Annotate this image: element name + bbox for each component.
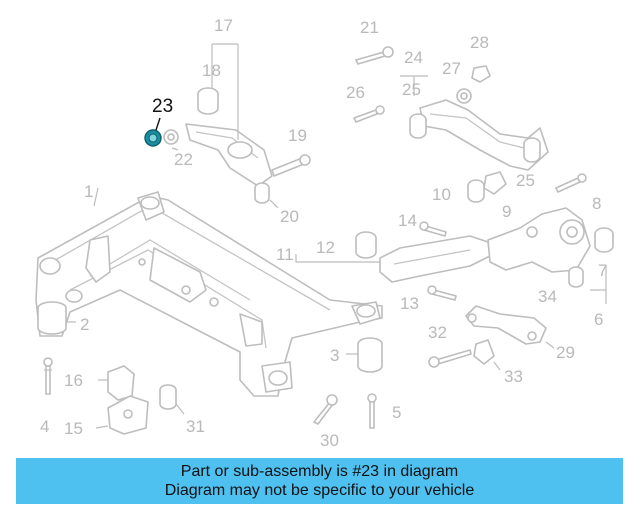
bushing-10 <box>467 179 485 203</box>
bolt-26 <box>353 105 385 123</box>
callout-29: 29 <box>556 343 575 362</box>
subframe-crossmember <box>35 191 383 397</box>
bushing-3 <box>357 337 383 373</box>
bushing-34 <box>568 266 584 288</box>
bolt-32 <box>428 349 472 368</box>
callout-32: 32 <box>428 323 447 342</box>
bushing-25-upper-left <box>409 113 427 139</box>
callout-10: 10 <box>432 185 451 204</box>
bolt-5 <box>367 393 377 429</box>
callout-19: 19 <box>288 126 307 145</box>
callout-34: 34 <box>538 287 557 306</box>
callout-18: 18 <box>202 61 221 80</box>
callout-31: 31 <box>186 417 205 436</box>
bushing-25-upper-right <box>523 137 541 163</box>
callout-14: 14 <box>398 211 417 230</box>
bushing-20 <box>254 182 270 204</box>
bracket-16 <box>107 365 135 401</box>
callout-13: 13 <box>400 294 419 313</box>
banner-line-1: Part or sub-assembly is #23 in diagram <box>180 463 459 480</box>
washer-22 <box>163 129 179 145</box>
callout-15: 15 <box>64 419 83 438</box>
callout-20: 20 <box>280 207 299 226</box>
callout-1: 1 <box>84 182 93 201</box>
callout-6: 6 <box>594 310 603 329</box>
bolt-14 <box>419 221 447 237</box>
callout-33: 33 <box>504 367 523 386</box>
callout-28: 28 <box>470 33 489 52</box>
bushing-7 <box>594 227 614 253</box>
callout-4: 4 <box>40 417 49 436</box>
bolt-8 <box>555 173 587 193</box>
callout-11: 11 <box>276 245 294 264</box>
nut-28 <box>471 65 491 83</box>
callout-30: 30 <box>320 431 339 450</box>
callout-21: 21 <box>360 18 379 37</box>
callout-3: 3 <box>330 346 339 365</box>
arm-29 <box>465 305 547 345</box>
callout-2: 2 <box>80 315 89 334</box>
bolt-19 <box>271 154 311 177</box>
lower-arm-17 <box>185 123 273 187</box>
callout-9: 9 <box>502 202 511 221</box>
callout-22: 22 <box>174 150 193 169</box>
lower-link-11 <box>379 235 491 283</box>
bolt-30 <box>313 394 338 425</box>
nut-23-highlighted[interactable] <box>144 129 162 147</box>
callout-26: 26 <box>346 83 365 102</box>
callout-12: 12 <box>316 238 335 257</box>
bushing-2 <box>37 301 67 335</box>
bushing-12 <box>355 231 377 259</box>
parts-diagram: 1 2 3 4 5 6 7 8 9 10 11 12 13 14 15 16 1… <box>35 16 614 450</box>
callout-23: 23 <box>152 96 173 117</box>
bolt-21 <box>355 46 394 65</box>
callout-24: 24 <box>404 48 423 67</box>
bushing-31 <box>159 384 177 410</box>
banner-line-2: Diagram may not be specific to your vehi… <box>164 482 475 499</box>
callout-17: 17 <box>214 16 233 35</box>
clip-33 <box>473 339 495 365</box>
callout-5: 5 <box>392 403 401 422</box>
callout-25-upper: 25 <box>402 80 421 99</box>
bolt-4 <box>43 357 53 395</box>
knuckle-6 <box>487 207 591 273</box>
callout-8: 8 <box>592 194 601 213</box>
bushing-18 <box>197 87 219 115</box>
bolt-13 <box>427 285 457 301</box>
info-banner: Part or sub-assembly is #23 in diagram D… <box>16 458 623 504</box>
callout-16: 16 <box>64 371 83 390</box>
mount-15 <box>107 395 149 435</box>
bracket-9 <box>483 171 507 195</box>
upper-arm-24 <box>419 99 549 171</box>
callout-27: 27 <box>442 59 461 78</box>
callout-7: 7 <box>598 261 607 280</box>
callout-25-lower: 25 <box>516 171 535 190</box>
washer-27 <box>456 88 472 104</box>
